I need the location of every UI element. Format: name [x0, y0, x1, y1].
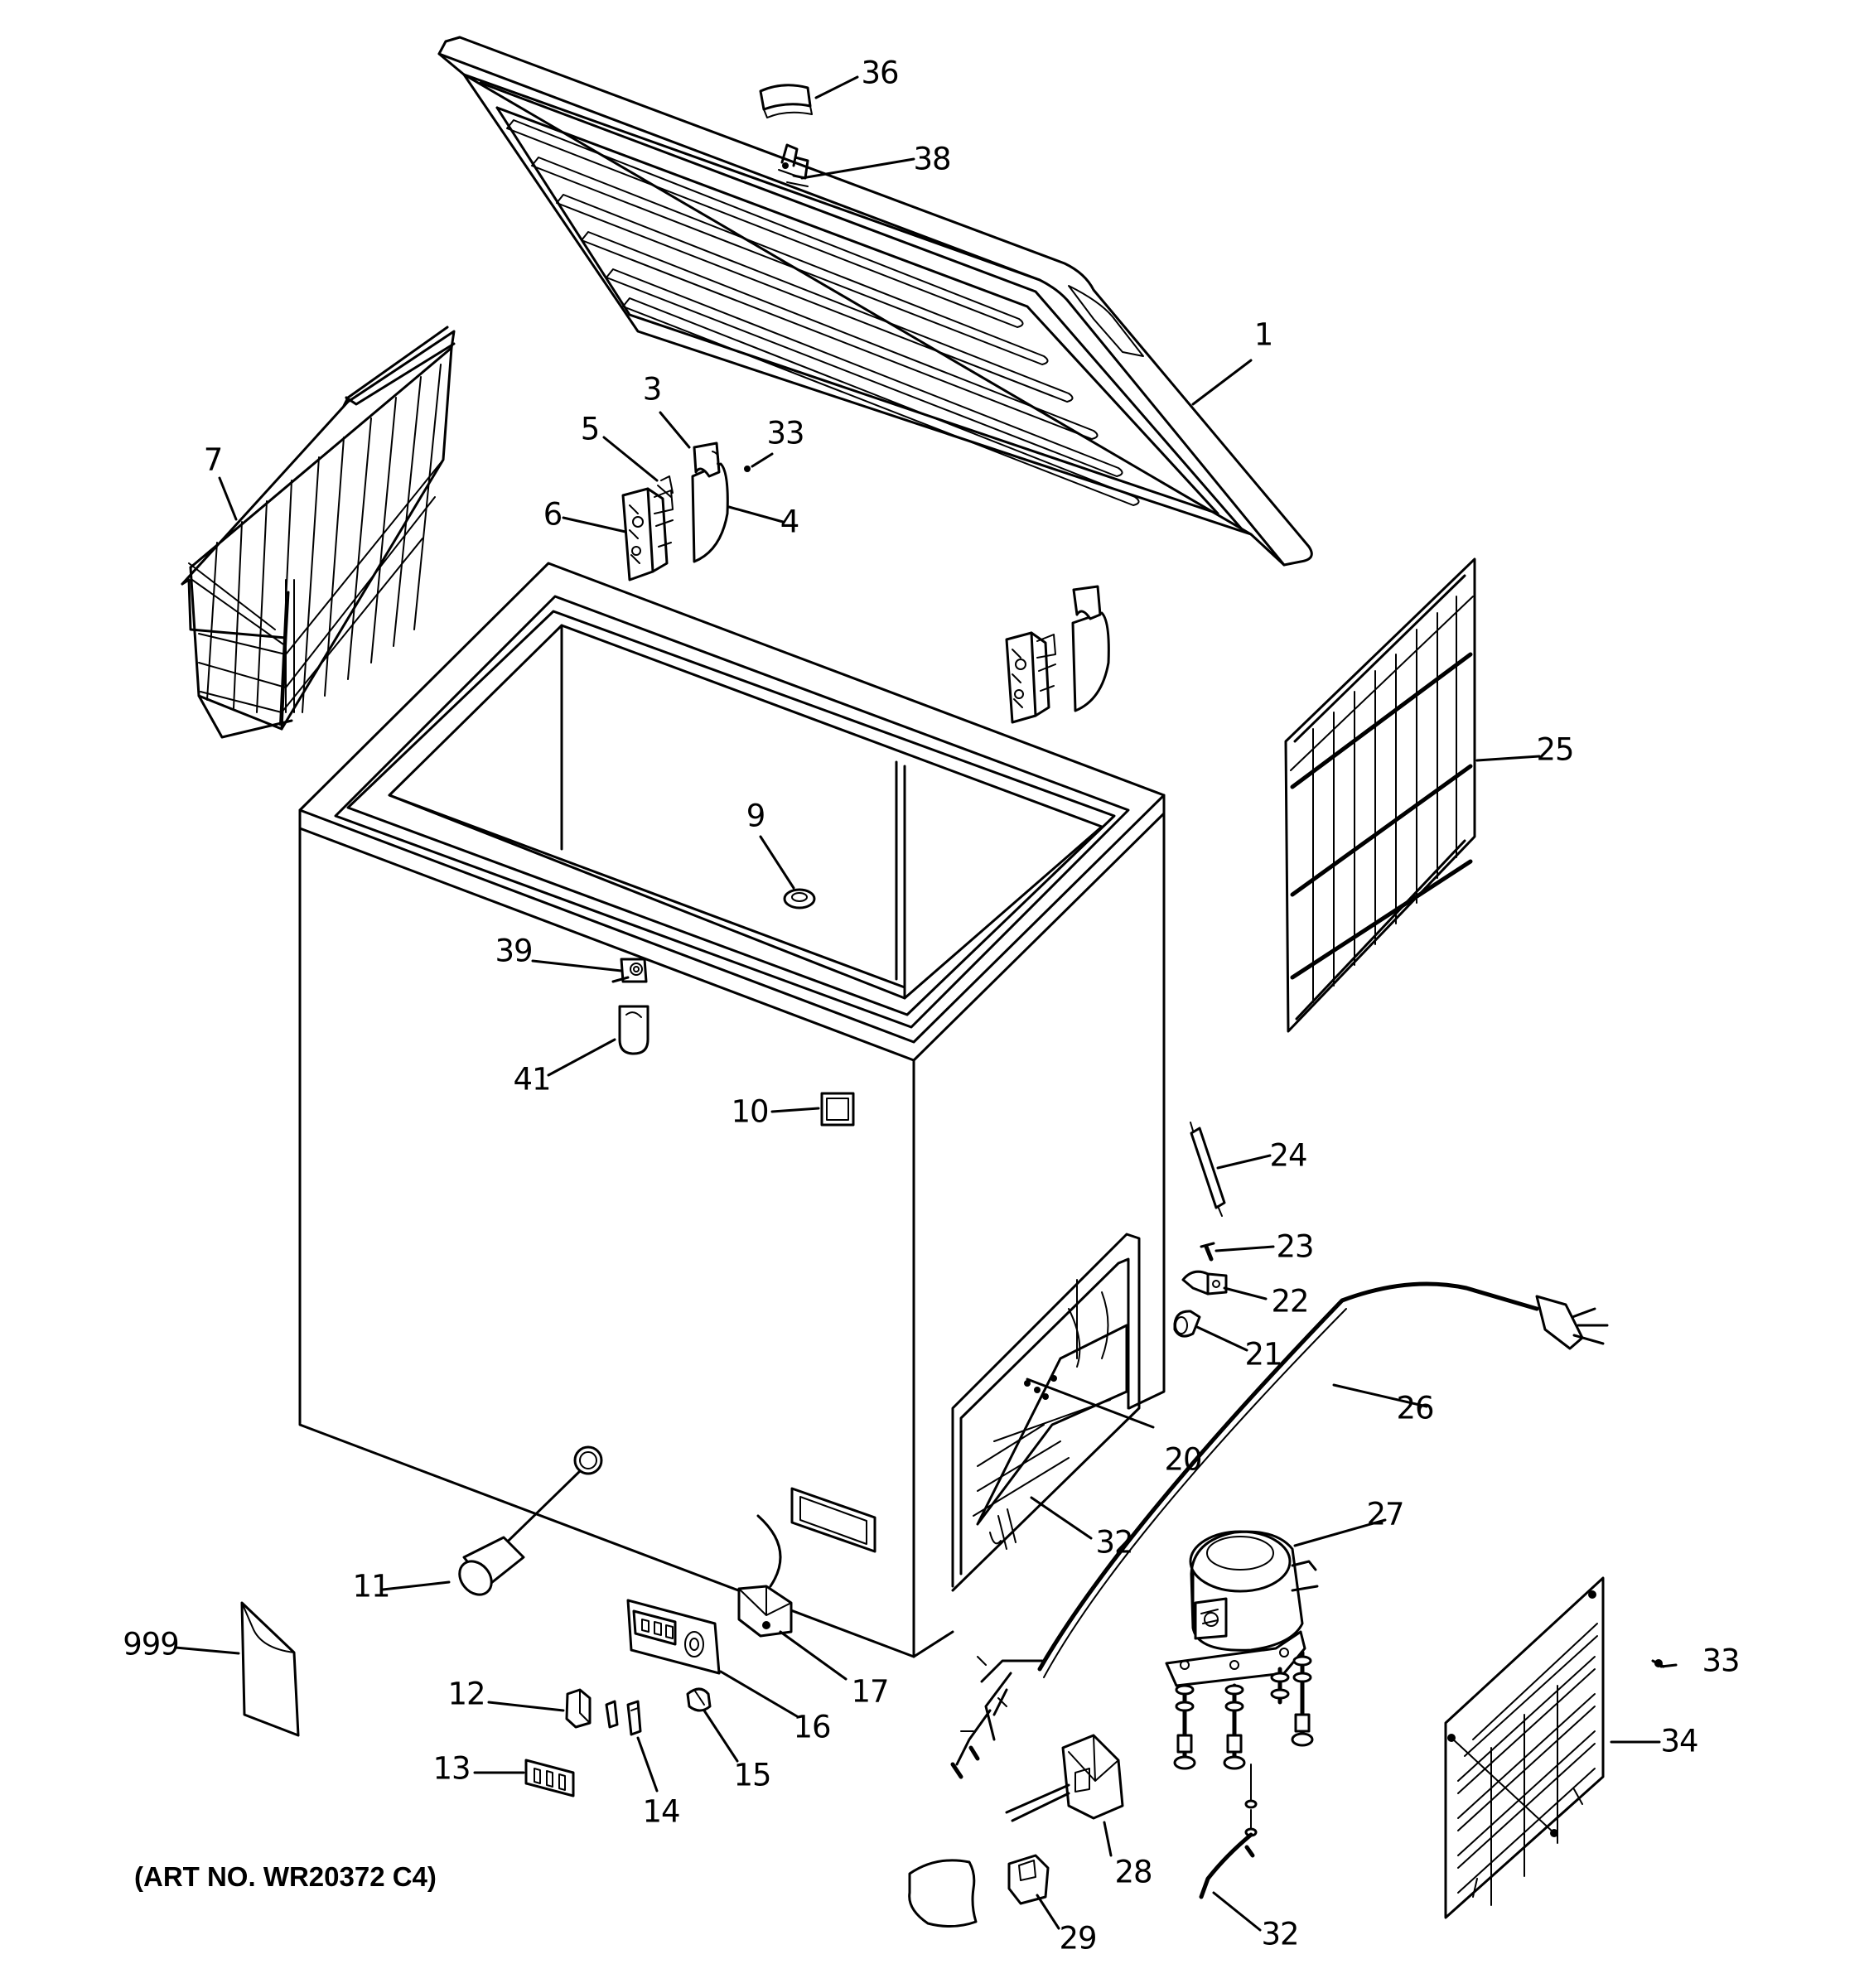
- callout-16: 16: [793, 1709, 831, 1745]
- condenser-drawing: [1284, 557, 1476, 1033]
- callout-32b: 32: [1261, 1916, 1299, 1952]
- callout-1: 1: [1253, 316, 1274, 353]
- basket-drawing: [181, 326, 456, 739]
- screw-23-drawing: [1200, 1242, 1215, 1262]
- leader-lines: [174, 75, 1678, 1932]
- callout-3: 3: [642, 371, 663, 408]
- callout-15: 15: [733, 1757, 771, 1793]
- callout-25: 25: [1536, 731, 1574, 768]
- relay-drawing: [1005, 1734, 1124, 1822]
- callout-24: 24: [1269, 1137, 1307, 1174]
- drain-plug-drawing: [458, 1469, 582, 1596]
- callout-5: 5: [580, 411, 601, 447]
- callout-21: 21: [1244, 1336, 1282, 1373]
- callout-36: 36: [861, 55, 899, 91]
- callout-4: 4: [780, 504, 800, 540]
- callout-34: 34: [1660, 1723, 1698, 1759]
- compressor-drawing: [1165, 1530, 1319, 1899]
- callout-17: 17: [851, 1673, 889, 1710]
- callout-12: 12: [447, 1676, 485, 1712]
- callout-22: 22: [1271, 1283, 1309, 1320]
- callout-41: 41: [513, 1061, 551, 1098]
- callout-39: 39: [495, 933, 533, 969]
- lens-drawing: [605, 1700, 642, 1736]
- callout-11: 11: [352, 1568, 390, 1604]
- callout-23: 23: [1276, 1228, 1314, 1265]
- callout-999: 999: [123, 1626, 180, 1662]
- lock-cover-drawing: [759, 84, 813, 118]
- callout-10: 10: [731, 1093, 769, 1130]
- hinge-right-drawing: [1005, 585, 1110, 724]
- callout-27: 27: [1366, 1496, 1404, 1532]
- callout-33a: 33: [766, 415, 804, 451]
- switch-drawing: [565, 1688, 592, 1729]
- thermostat-drawing: [737, 1514, 793, 1638]
- mount-studs: [1173, 1650, 1314, 1770]
- knob-drawing: [686, 1687, 712, 1712]
- callout-33b: 33: [1702, 1643, 1740, 1679]
- callout-7: 7: [203, 442, 224, 478]
- callout-32a: 32: [1095, 1524, 1133, 1561]
- callout-20: 20: [1164, 1441, 1202, 1478]
- callout-26: 26: [1396, 1390, 1434, 1426]
- hinge-left-drawing: [621, 442, 751, 581]
- access-cover-drawing: [1444, 1576, 1665, 1919]
- drier-drawing: [1190, 1122, 1226, 1217]
- lid-liner-ribs: [506, 119, 1140, 506]
- basket-wires: [198, 364, 444, 726]
- callout-14: 14: [642, 1793, 680, 1830]
- clamp-drawing: [1181, 1270, 1228, 1296]
- lid-drawing: [437, 36, 1313, 567]
- art-number: (ART NO. WR20372 C4): [134, 1861, 437, 1892]
- callout-13: 13: [432, 1750, 471, 1787]
- callout-38: 38: [913, 141, 951, 177]
- access-cover-louvers: [1457, 1623, 1598, 1906]
- light-bar-drawing: [524, 1759, 575, 1797]
- callout-6: 6: [543, 496, 563, 533]
- literature-drawing: [240, 1601, 300, 1737]
- overload-drawing: [1007, 1854, 1050, 1905]
- callout-28: 28: [1114, 1854, 1152, 1890]
- relay-cover-outline: [908, 1859, 978, 1928]
- lock-assembly-drawing: [778, 143, 809, 187]
- grommet-drawing: [1173, 1310, 1201, 1338]
- callout-29: 29: [1059, 1920, 1097, 1957]
- callout-9: 9: [746, 798, 766, 834]
- power-cord-drawing: [950, 1281, 1609, 1779]
- cabinet-drawing: [298, 562, 1166, 1658]
- control-panel-drawing: [626, 1599, 721, 1675]
